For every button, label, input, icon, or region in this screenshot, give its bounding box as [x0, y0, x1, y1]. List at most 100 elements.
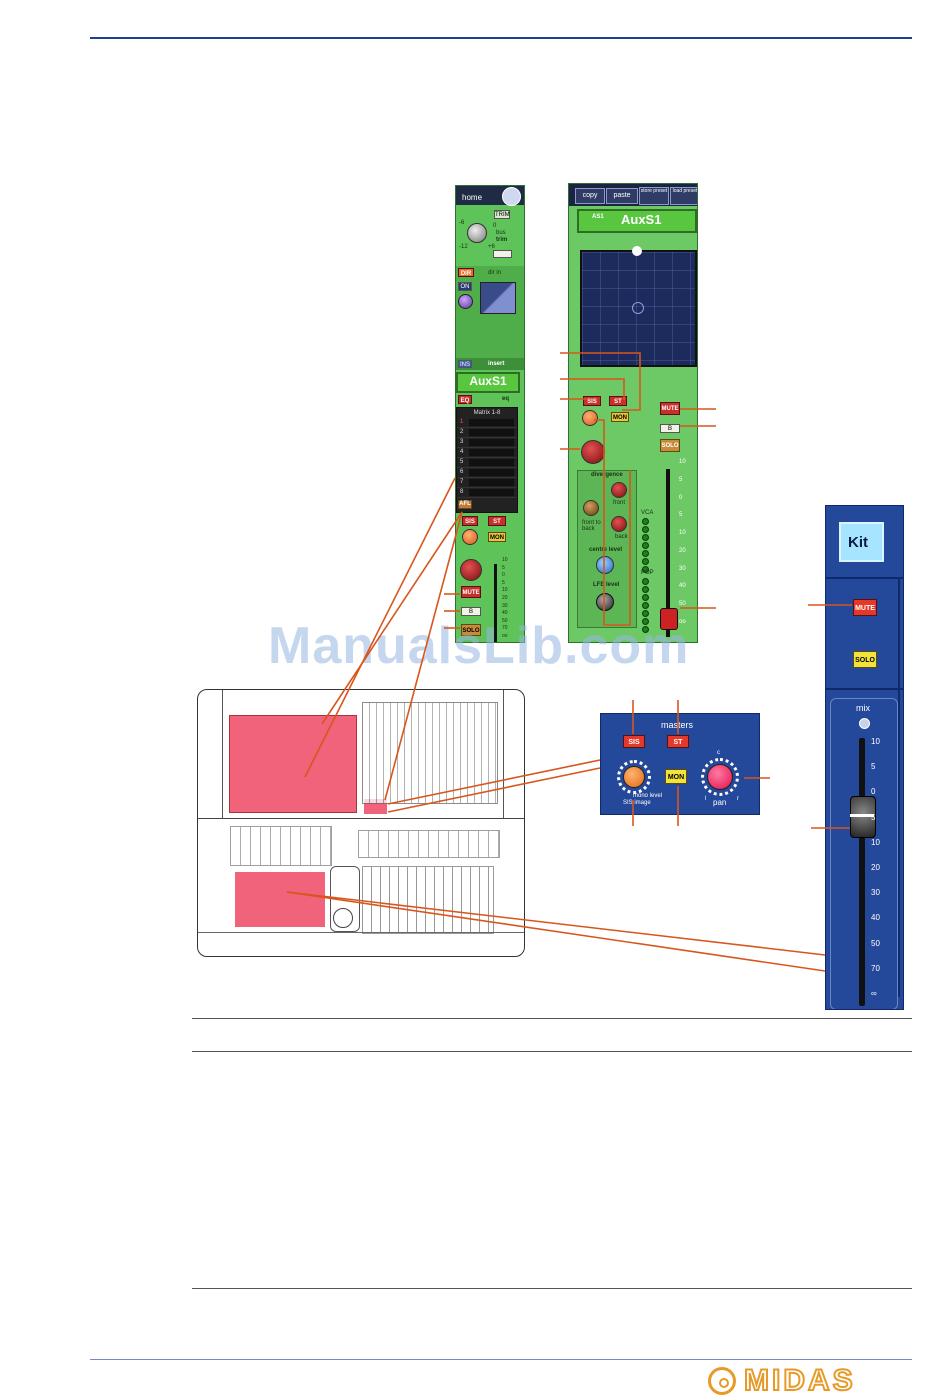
- mix-label: mix: [856, 703, 870, 713]
- matrix-row-bar: [469, 419, 514, 426]
- store-preset-button[interactable]: store preset: [639, 187, 669, 205]
- insert-button[interactable]: INS: [458, 360, 472, 368]
- fader-scale-mark: 30: [679, 565, 686, 572]
- lower-controls-left: [230, 826, 332, 866]
- console-divider: [198, 818, 524, 819]
- home-clock-icon[interactable]: [502, 187, 521, 206]
- matrix-row-bar: [469, 489, 514, 496]
- fader-strip-separator-1: [826, 577, 903, 579]
- left-mon-button[interactable]: MON: [488, 532, 506, 542]
- masters-panel: masters SIS ST mono level SIS image MON …: [600, 713, 760, 815]
- matrix-row[interactable]: 1: [457, 418, 517, 428]
- pop-label: POP: [641, 570, 654, 576]
- section-rule-3: [192, 1288, 912, 1289]
- dir-in-knob[interactable]: [458, 294, 473, 309]
- trim-button[interactable]: TRIM: [494, 210, 510, 219]
- aux-strip-screen-right: copy paste store preset load preset AS1 …: [568, 183, 698, 643]
- dir-in-graph: [480, 282, 516, 314]
- fader-cap[interactable]: [850, 796, 876, 838]
- matrix-title: Matrix 1-8: [473, 410, 501, 416]
- fader-scale-mark: 30: [502, 602, 508, 609]
- eq-label: eq: [502, 396, 510, 402]
- left-strip-name[interactable]: AuxS1: [456, 372, 520, 393]
- left-fader-track[interactable]: [494, 564, 497, 642]
- midas-emblem-icon: [708, 1367, 736, 1395]
- right-solo-button[interactable]: SOLO: [660, 439, 680, 452]
- matrix-row-number: 6: [460, 469, 464, 475]
- right-pan-knob[interactable]: [581, 440, 605, 464]
- pan-knob[interactable]: [707, 764, 733, 790]
- dir-in-button[interactable]: DIR: [458, 268, 474, 277]
- fader-scale-mark: 50: [502, 617, 508, 624]
- fader-scale-mark: 50: [871, 938, 880, 948]
- sis-image-label: SIS image: [623, 800, 651, 806]
- mix-box: [830, 698, 898, 1009]
- fader-solo-button[interactable]: SOLO: [853, 651, 877, 668]
- lfe-level-knob[interactable]: [596, 593, 614, 611]
- right-sis-button[interactable]: SIS: [583, 396, 601, 406]
- centre-level-knob[interactable]: [596, 556, 614, 574]
- right-strip-toolbar: copy paste store preset load preset: [569, 184, 697, 206]
- left-solo-button[interactable]: SOLO: [461, 624, 481, 636]
- console-footer-line: [198, 932, 524, 933]
- matrix-row[interactable]: 6: [457, 468, 517, 478]
- fader-track[interactable]: [859, 738, 865, 1006]
- home-tab[interactable]: home: [462, 193, 483, 202]
- mono-level-knob[interactable]: [623, 766, 645, 788]
- copy-button[interactable]: copy: [575, 188, 605, 204]
- right-st-button[interactable]: ST: [609, 396, 627, 406]
- matrix-row[interactable]: 5: [457, 458, 517, 468]
- lfe-level-label: LFE level: [593, 582, 620, 588]
- right-fader-cap[interactable]: [660, 608, 678, 630]
- dir-in-section: [456, 266, 524, 362]
- divergence-label: divergence: [591, 472, 623, 478]
- left-mute-button[interactable]: MUTE: [461, 586, 481, 598]
- fader-scale-mark: 5: [502, 579, 505, 586]
- fader-scale-mark: 10: [502, 587, 508, 594]
- mix-led: [859, 718, 870, 729]
- afl-button[interactable]: AFL: [458, 500, 472, 509]
- masters-mon-button[interactable]: MON: [665, 769, 687, 784]
- right-mono-level-knob[interactable]: [582, 410, 598, 426]
- right-mute-button[interactable]: MUTE: [660, 402, 680, 415]
- fader-scale-mark: 10: [871, 737, 880, 746]
- left-st-button[interactable]: ST: [488, 516, 506, 526]
- front-to-back-knob[interactable]: [583, 500, 599, 516]
- trim-readout[interactable]: [493, 250, 512, 258]
- right-fader-track[interactable]: [666, 469, 670, 637]
- matrix-row[interactable]: 3: [457, 438, 517, 448]
- left-sis-button[interactable]: SIS: [462, 516, 478, 526]
- footer-rule: [90, 1359, 912, 1360]
- eq-button[interactable]: EQ: [458, 395, 472, 404]
- midas-logo: MIDAS: [708, 1363, 914, 1398]
- right-mon-button[interactable]: MON: [611, 412, 629, 422]
- matrix-row[interactable]: 2: [457, 428, 517, 438]
- right-strip-name-box[interactable]: AS1 AuxS1: [577, 209, 697, 233]
- load-preset-button[interactable]: load preset: [670, 187, 697, 205]
- front-knob[interactable]: [611, 482, 627, 498]
- right-strip-name: AuxS1: [621, 212, 662, 227]
- surround-panner[interactable]: [580, 246, 697, 367]
- watermark-text: ManualsLib.com: [268, 617, 690, 675]
- paste-button[interactable]: paste: [606, 188, 638, 204]
- matrix-row[interactable]: 4: [457, 448, 517, 458]
- left-b-button[interactable]: B: [461, 607, 481, 616]
- on-button[interactable]: ON: [458, 282, 472, 291]
- left-pan-knob[interactable]: [460, 559, 482, 581]
- dir-in-label: dir in: [488, 270, 502, 276]
- matrix-row[interactable]: 7: [457, 478, 517, 488]
- left-mono-level-knob[interactable]: [462, 529, 478, 545]
- back-knob[interactable]: [611, 516, 627, 532]
- matrix-row[interactable]: 8: [457, 488, 517, 498]
- trim-scale-low: -12: [459, 244, 468, 250]
- masters-sis-button[interactable]: SIS: [623, 735, 645, 748]
- masters-st-button[interactable]: ST: [667, 735, 689, 748]
- bus-trim-knob[interactable]: [467, 223, 487, 243]
- pan-l-label: l: [705, 796, 707, 802]
- right-b-button[interactable]: B: [660, 424, 680, 433]
- fader-mute-button[interactable]: MUTE: [853, 599, 877, 616]
- matrix-row-number: 3: [460, 439, 464, 445]
- panner-crosshair-icon: [632, 302, 644, 314]
